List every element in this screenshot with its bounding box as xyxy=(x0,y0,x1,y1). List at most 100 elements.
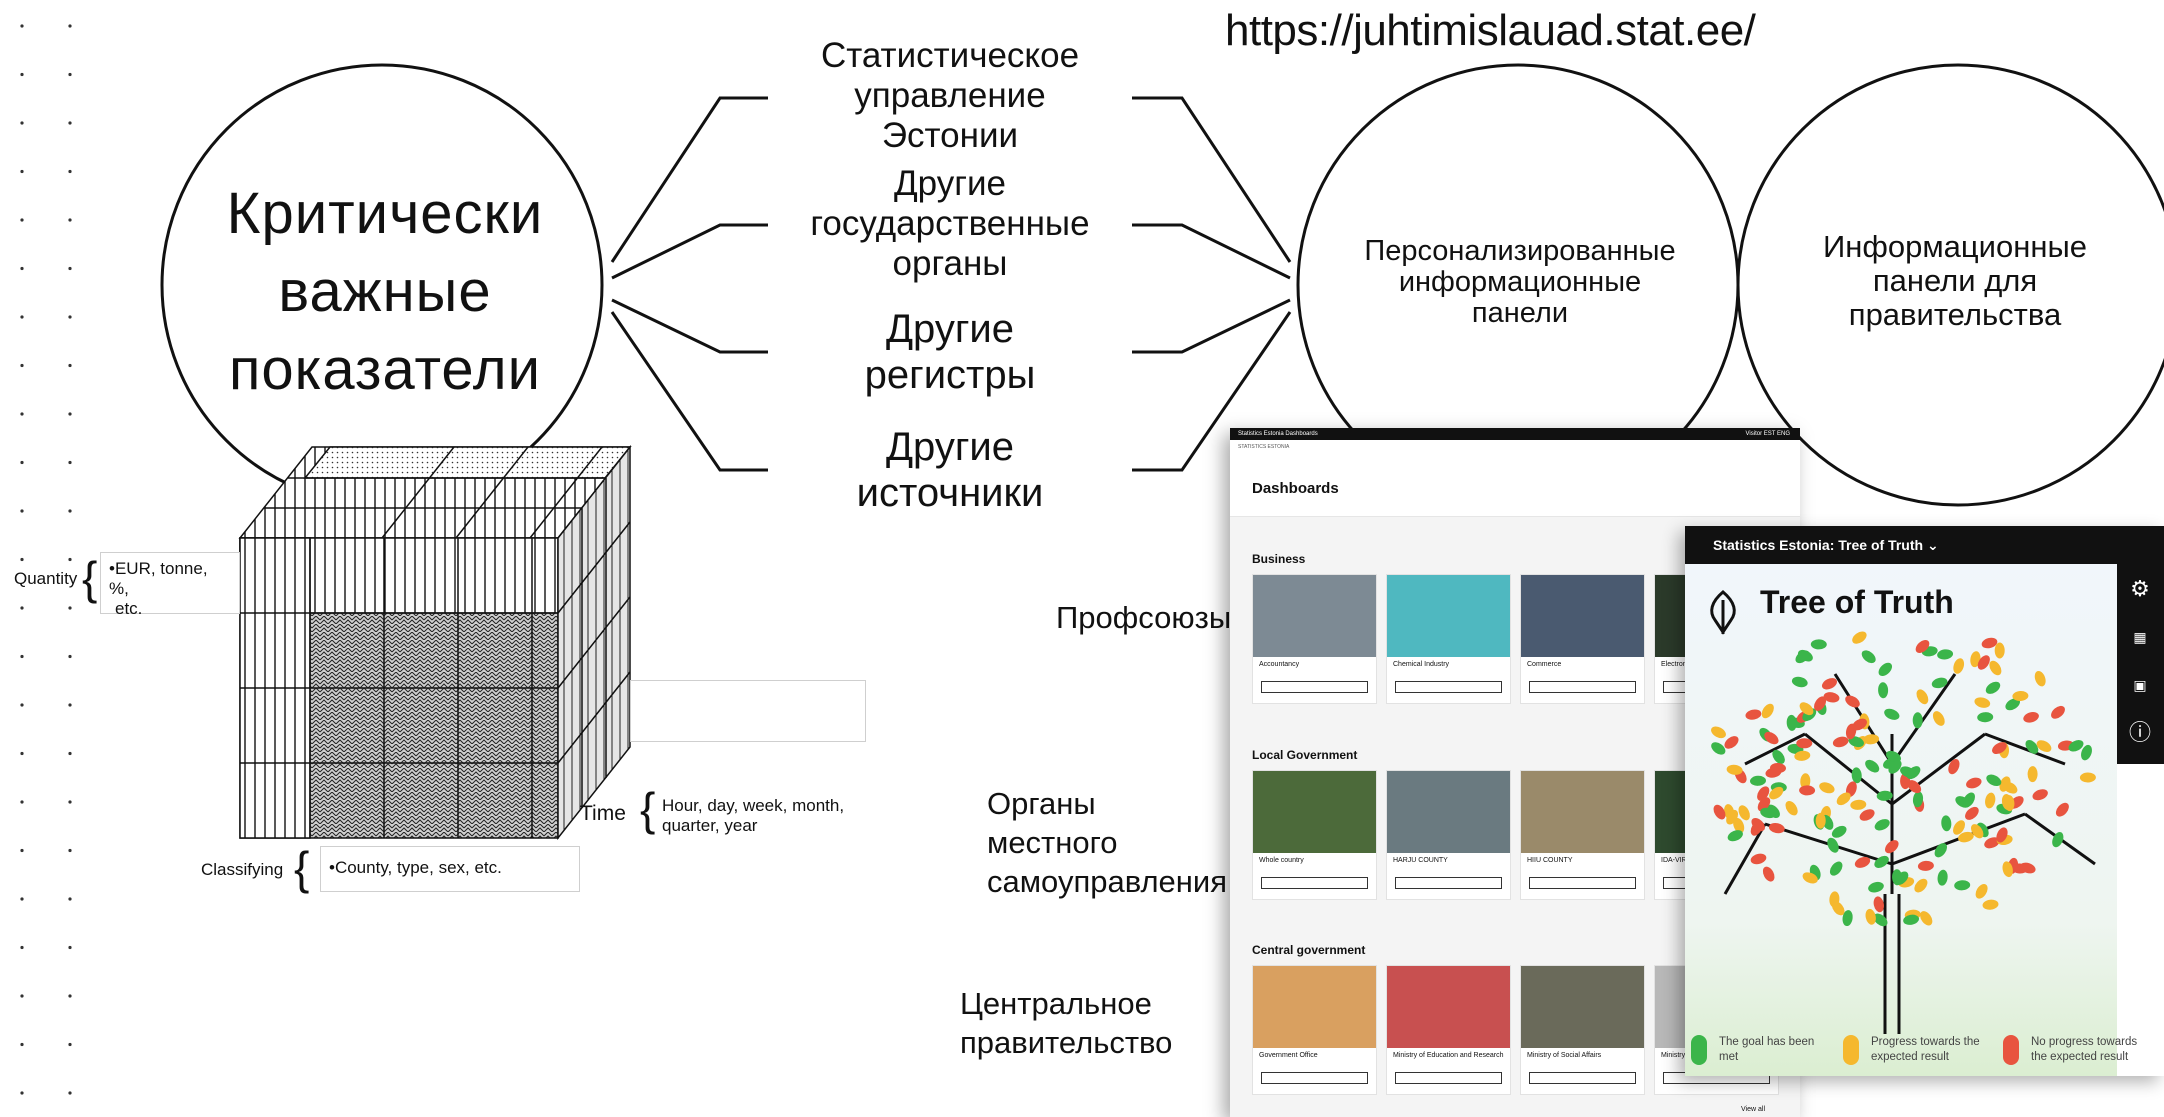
dashboard-card[interactable]: Ministry of Education and Research xyxy=(1386,965,1511,1095)
cube-classifying-label: Classifying xyxy=(201,860,284,879)
tree-leaf xyxy=(1915,639,1930,654)
label-line: правительство xyxy=(960,1025,1173,1060)
tree-leaf xyxy=(1912,712,1923,729)
card-image xyxy=(1387,575,1510,657)
tree-header[interactable]: Statistics Estonia: Tree of Truth ⌄ xyxy=(1685,526,2164,564)
tree-leaf xyxy=(1954,880,1971,891)
grid-dot xyxy=(68,509,72,513)
tree-leaf xyxy=(1829,861,1843,876)
card-select[interactable] xyxy=(1529,681,1636,693)
legend-line: The goal has been xyxy=(1719,1036,1815,1048)
label-line: Персонализированные xyxy=(1364,235,1676,267)
card-select[interactable] xyxy=(1395,681,1502,693)
dashboard-card[interactable]: Whole country xyxy=(1252,770,1377,900)
card-caption: Ministry of Social Affairs xyxy=(1527,1052,1602,1059)
tree-leaf xyxy=(1958,831,1974,843)
dashboard-card[interactable]: HIIU COUNTY xyxy=(1520,770,1645,900)
card-select[interactable] xyxy=(1261,681,1368,693)
tree-leaf xyxy=(1966,777,1982,789)
dashboards-topbar: Statistics Estonia Dashboards Visitor ES… xyxy=(1230,428,1800,440)
tree-leaf xyxy=(1836,792,1851,806)
dashboard-card[interactable]: HARJU COUNTY xyxy=(1386,770,1511,900)
tree-leaf xyxy=(1953,658,1965,674)
tree-leaf xyxy=(1931,677,1948,689)
tree-leaf xyxy=(1850,799,1867,810)
dashboard-card[interactable]: Government Office xyxy=(1252,965,1377,1095)
sdg-icon[interactable]: ▣ xyxy=(2133,677,2147,693)
card-caption: Chemical Industry xyxy=(1393,661,1450,668)
grid-dot xyxy=(68,24,72,28)
tree-title: Tree of Truth xyxy=(1760,584,1954,620)
source-line: Другие xyxy=(885,425,1015,469)
grid-dot xyxy=(20,509,24,513)
source-other-registers: Другие регистры xyxy=(780,306,1120,398)
label-line: информационные xyxy=(1398,266,1642,298)
tree-leaf xyxy=(1711,726,1726,739)
card-caption: Whole country xyxy=(1259,857,1304,864)
info-icon[interactable]: ⓘ xyxy=(2128,720,2151,745)
tree-leaf xyxy=(1977,655,1990,670)
tree-leaf xyxy=(2025,739,2039,754)
tree-leaf xyxy=(1791,676,1808,688)
card-select[interactable] xyxy=(1529,877,1636,889)
tree-leaf xyxy=(2036,740,2052,752)
tree-leaf xyxy=(2023,712,2039,723)
gear-icon[interactable]: ⚙ xyxy=(2130,576,2150,601)
tree-leaf xyxy=(1865,908,1876,925)
chevron-down-icon: ⌄ xyxy=(1926,537,1939,553)
tree-leaf xyxy=(1842,910,1853,927)
map-icon[interactable]: ▦ xyxy=(2133,629,2147,645)
tree-leaf xyxy=(1852,718,1867,731)
card-image xyxy=(1253,771,1376,853)
source-line: регистры xyxy=(864,353,1036,397)
tree-leaf xyxy=(1799,702,1814,716)
section-local-gov: Local Government xyxy=(1252,748,1358,762)
data-cube xyxy=(238,444,632,841)
tree-leaf xyxy=(1996,827,2008,843)
grid-dot xyxy=(68,266,72,271)
dashboard-card[interactable]: Chemical Industry xyxy=(1386,574,1511,704)
tree-leaf xyxy=(1985,792,1996,809)
tree-leaf xyxy=(1873,913,1888,927)
dashboard-card[interactable]: Accountancy xyxy=(1252,574,1377,704)
tree-leaf xyxy=(1878,682,1889,699)
tree-leaf xyxy=(2051,705,2065,719)
grid-dot xyxy=(68,703,72,707)
card-select[interactable] xyxy=(1395,1072,1502,1084)
dashboard-url[interactable]: https://juhtimislauad.stat.ee/ xyxy=(1225,6,1756,55)
grid-dot xyxy=(68,751,72,756)
card-select[interactable] xyxy=(1261,877,1368,889)
grid-dot xyxy=(20,848,24,853)
dashboard-card[interactable]: Ministry of Social Affairs xyxy=(1520,965,1645,1095)
tree-leaf xyxy=(2005,698,2020,711)
grid-dot xyxy=(20,218,24,222)
dashboard-card[interactable]: Commerce xyxy=(1520,574,1645,704)
tree-leaf xyxy=(1985,681,2001,694)
topbar-user[interactable]: Visitor EST ENG xyxy=(1745,431,1790,437)
grid-dot xyxy=(68,315,72,319)
tree-leaf xyxy=(1873,896,1884,913)
tree-leaf xyxy=(1726,809,1739,825)
cube-time-values: Hour, day, week, month, quarter, year xyxy=(662,796,844,836)
grid-dot xyxy=(68,1091,72,1095)
grid-dot xyxy=(68,363,72,368)
tree-leaf xyxy=(1768,822,1785,834)
view-all-link[interactable]: View all xyxy=(1741,1106,1765,1113)
gov-panels-label: Информационные панели для правительства xyxy=(1780,230,2130,332)
card-select[interactable] xyxy=(1529,1072,1636,1084)
card-select[interactable] xyxy=(1261,1072,1368,1084)
tree-leaf xyxy=(1750,820,1763,836)
card-select[interactable] xyxy=(1395,877,1502,889)
source-statistics-estonia: Статистическое управление Эстонии xyxy=(780,36,1120,156)
tree-leaf xyxy=(1916,689,1929,705)
statistics-logo: STATISTICS ESTONIA xyxy=(1230,440,1800,462)
tree-leaf xyxy=(1948,759,1960,775)
tree-leaf xyxy=(1885,840,1899,854)
grid-dot xyxy=(68,557,72,562)
label-line: самоуправления xyxy=(987,864,1228,899)
tree-leaf xyxy=(1711,742,1726,755)
tree-leaf xyxy=(1799,785,1816,796)
grid-dot xyxy=(68,654,72,659)
legend-goal-met: The goal has been met xyxy=(1691,1035,1815,1065)
